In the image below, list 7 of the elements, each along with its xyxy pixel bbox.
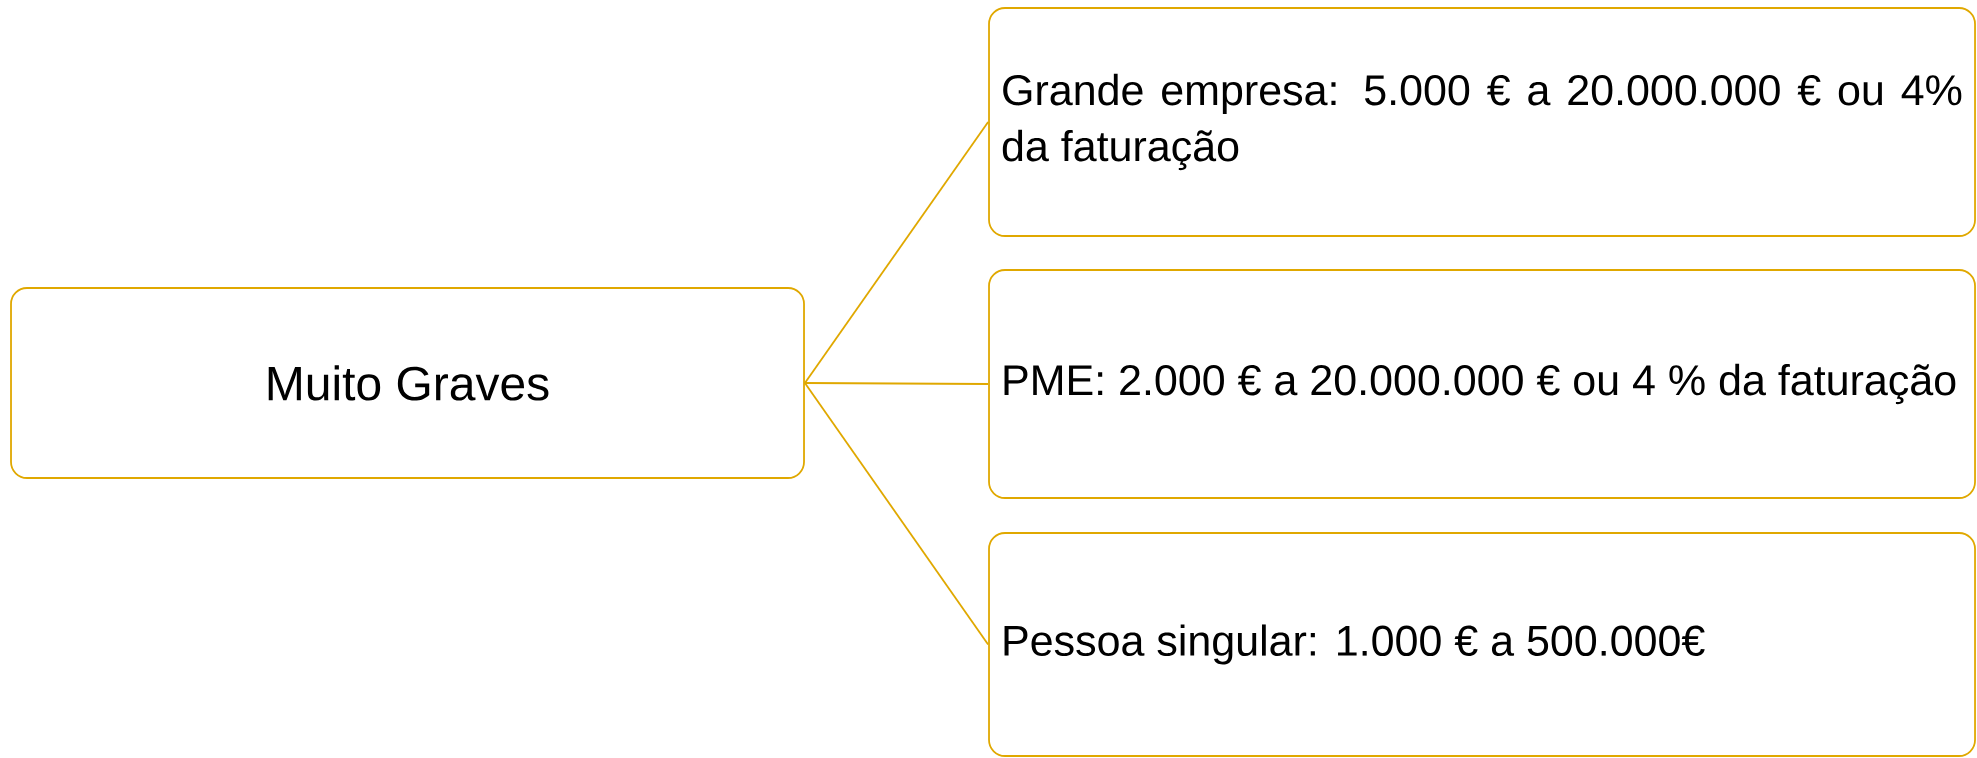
fine-box: PME: 2.000 € a 20.000.000 € ou 4 % da faturação [988,269,1976,499]
fine-box: Grande empresa: 5.000 € a 20.000.000 € ou 4% da faturação [988,7,1976,237]
connector-line [804,121,989,384]
category-box: Muito Graves [10,287,805,479]
connector-line [804,382,989,646]
fine-box: Pessoa singular: 1.000 € a 500.000€ [988,532,1976,757]
connector-line [804,382,989,385]
